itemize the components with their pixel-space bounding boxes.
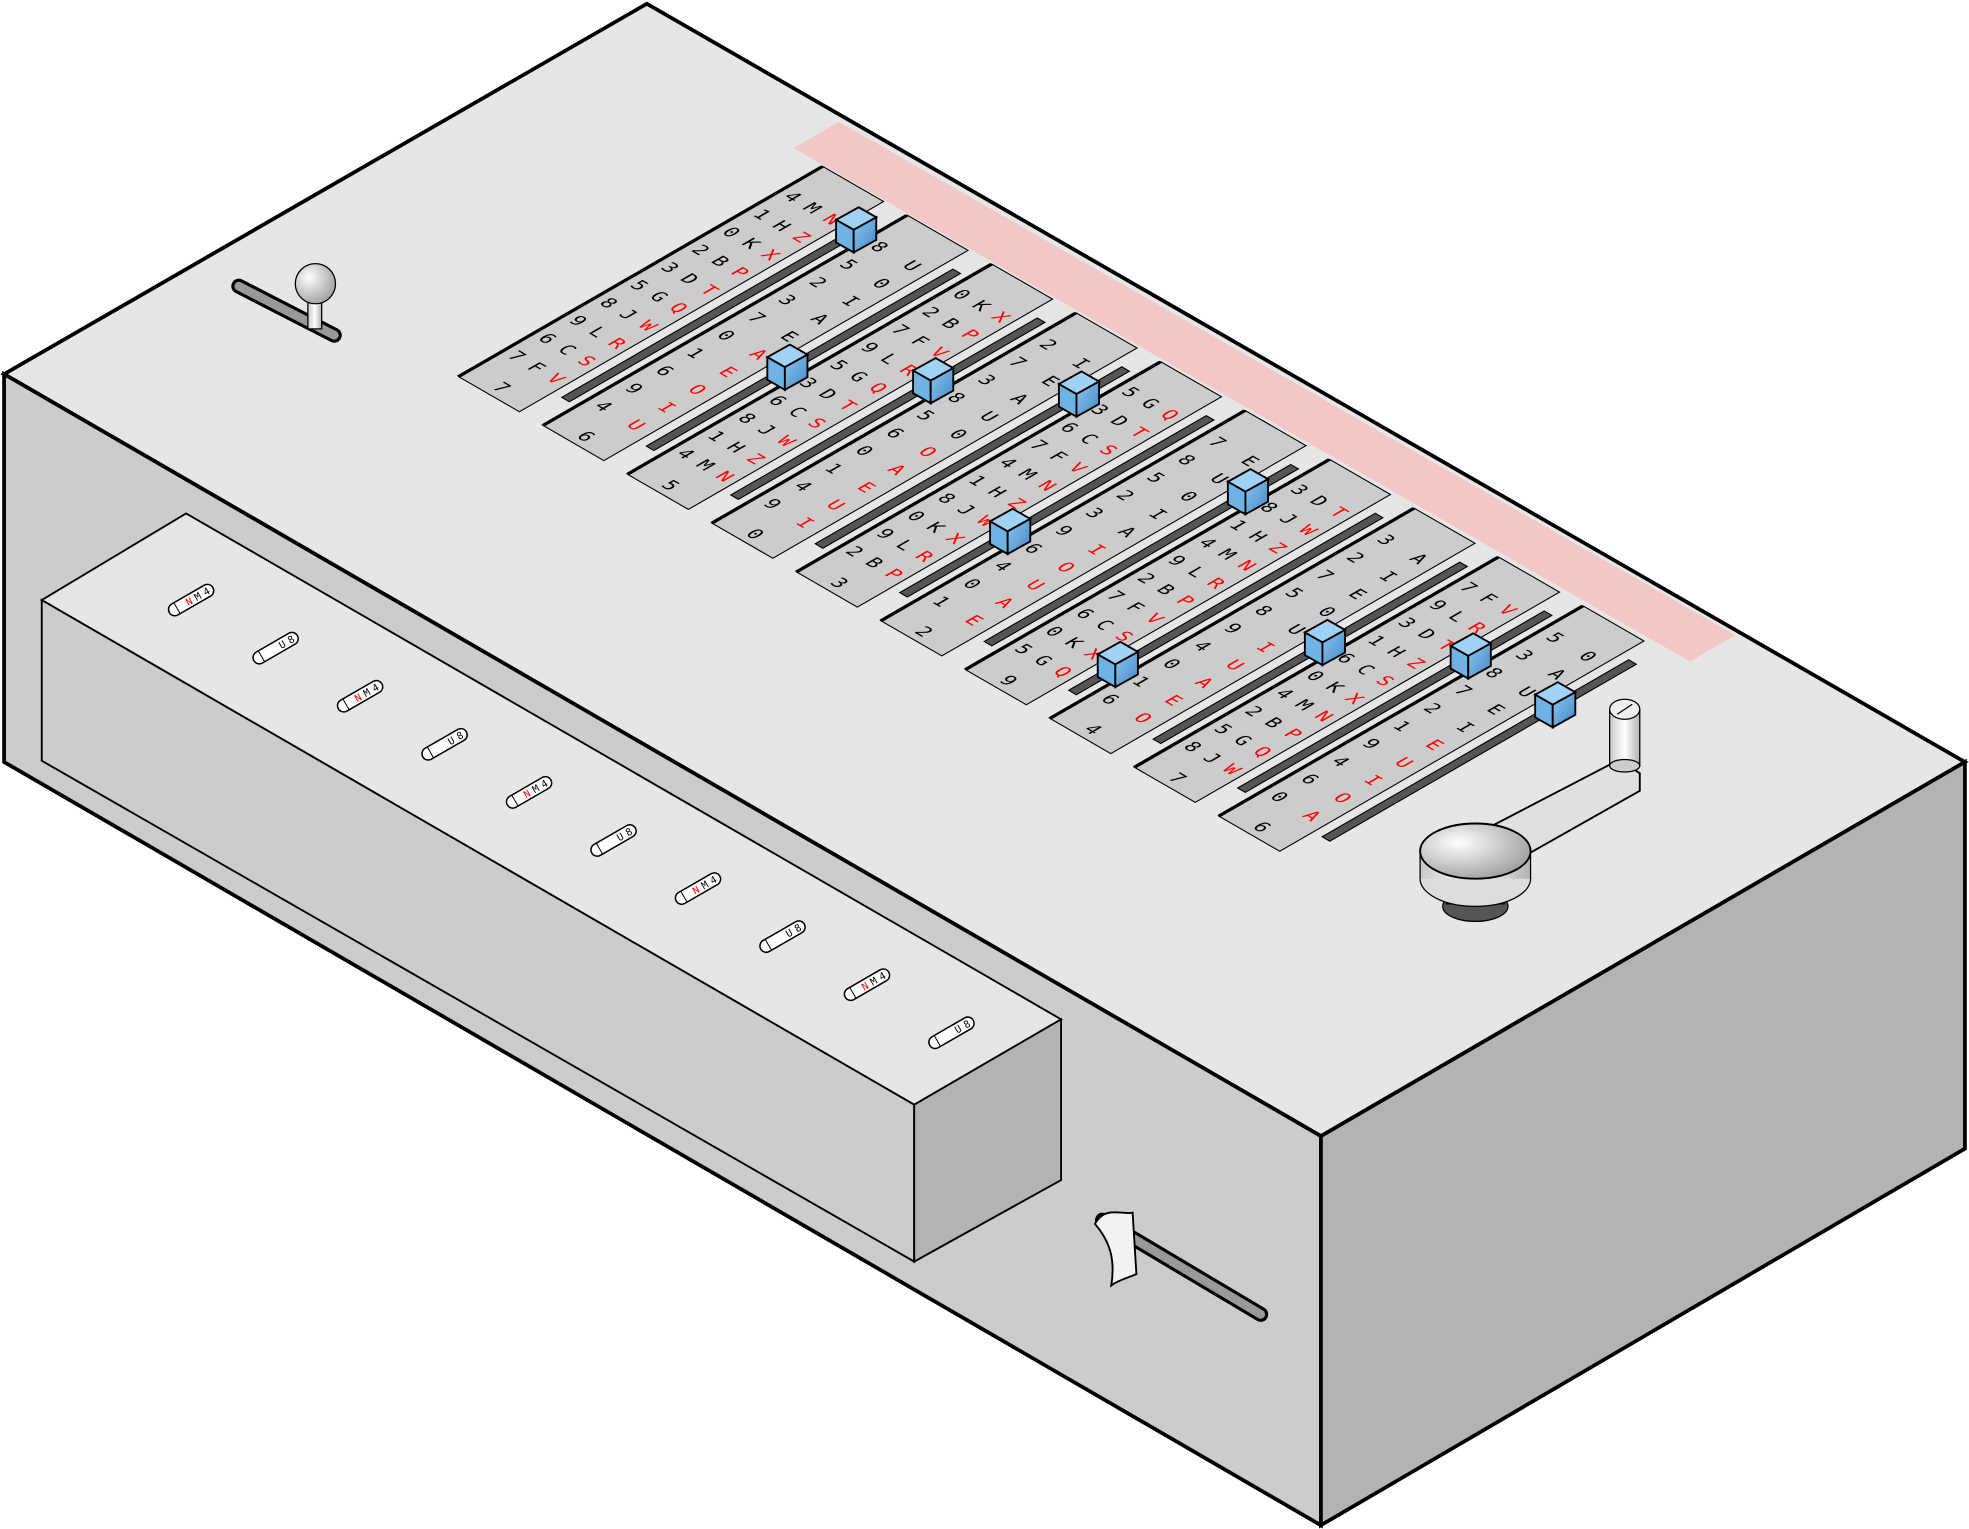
reset-lever[interactable] bbox=[231, 262, 342, 343]
tab-char: N bbox=[860, 981, 871, 994]
tab-char: U bbox=[953, 1024, 964, 1037]
strip-slot[interactable] bbox=[729, 317, 1047, 501]
slider-cube[interactable] bbox=[765, 343, 810, 392]
tab-char: U bbox=[277, 639, 288, 652]
drawer-tab[interactable]: 4MN bbox=[166, 582, 216, 618]
slider-cube[interactable] bbox=[1448, 632, 1493, 681]
tab-char: N bbox=[691, 885, 702, 898]
crank-handle[interactable] bbox=[1419, 698, 1641, 923]
tab-char: 4 bbox=[371, 682, 382, 695]
drawer-tab[interactable]: 4MN bbox=[335, 678, 385, 714]
tab-char: M bbox=[193, 591, 204, 604]
strip-slot[interactable] bbox=[983, 463, 1300, 647]
sliders bbox=[765, 206, 1578, 729]
tab-char: N bbox=[353, 692, 364, 705]
slider-cube[interactable] bbox=[988, 507, 1033, 556]
tab-char: U bbox=[784, 928, 795, 941]
drawer-tab[interactable]: 4MN bbox=[842, 967, 892, 1003]
tab-char: 8 bbox=[624, 826, 635, 839]
tab-char: N bbox=[184, 596, 195, 609]
paper-lever[interactable] bbox=[1093, 1211, 1269, 1322]
tab-char: M bbox=[700, 880, 711, 893]
tab-char: M bbox=[531, 783, 542, 796]
crank-knob bbox=[1419, 822, 1532, 880]
tab-char: M bbox=[362, 687, 373, 700]
tab-char: M bbox=[869, 976, 880, 989]
drawer-tab[interactable]: 8U bbox=[589, 822, 639, 858]
slider-cube[interactable] bbox=[1302, 618, 1347, 667]
tab-char: U bbox=[446, 735, 457, 748]
indicator-band bbox=[793, 121, 1736, 662]
tab-char: 4 bbox=[709, 875, 720, 888]
slider-cube[interactable] bbox=[834, 206, 879, 255]
drawer-side bbox=[913, 1017, 1063, 1264]
slider-cube[interactable] bbox=[1533, 681, 1578, 729]
tab-char: 8 bbox=[793, 923, 804, 936]
slider-cube[interactable] bbox=[1225, 468, 1270, 516]
tab-char: 8 bbox=[455, 730, 466, 743]
strip-slot[interactable] bbox=[1067, 512, 1384, 696]
drawer-tab[interactable]: 8U bbox=[927, 1015, 977, 1051]
drawer-tab[interactable]: 8U bbox=[420, 726, 470, 762]
tab-char: 4 bbox=[877, 971, 888, 984]
tab-char: 4 bbox=[202, 586, 213, 599]
tab-char: 8 bbox=[286, 634, 297, 647]
tab-char: 8 bbox=[962, 1019, 973, 1032]
drawer-tab[interactable]: 8U bbox=[251, 630, 301, 666]
tab-char: U bbox=[615, 832, 626, 845]
slider-cube[interactable] bbox=[1056, 370, 1101, 419]
tab-char: 4 bbox=[540, 778, 551, 791]
drawer-tab[interactable]: 4MN bbox=[504, 774, 554, 810]
strip-slot[interactable] bbox=[898, 415, 1215, 598]
drawer-tab[interactable]: 8U bbox=[758, 919, 808, 955]
lever-handle-icon bbox=[1093, 1211, 1138, 1288]
slider-cube[interactable] bbox=[911, 356, 956, 405]
drawer[interactable] bbox=[39, 512, 1063, 1264]
key-strips: 77FV6CS9LR8JW5GQ3DT2BP0KX1HZ4MN64U9I6O1E… bbox=[456, 165, 1646, 852]
side-face bbox=[1319, 758, 1967, 1529]
strip-slot[interactable] bbox=[814, 366, 1131, 549]
tab-char: N bbox=[522, 788, 533, 801]
drawer-tab[interactable]: 4MN bbox=[673, 871, 723, 907]
lever-knob-icon bbox=[294, 262, 337, 305]
slider-cube[interactable] bbox=[1095, 640, 1140, 689]
